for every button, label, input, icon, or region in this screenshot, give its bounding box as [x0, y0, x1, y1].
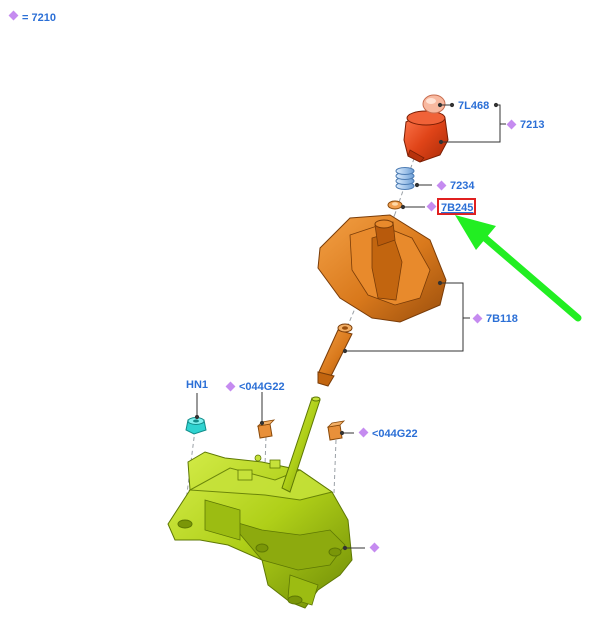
callout-label-044g22-left[interactable]: <044G22	[239, 381, 285, 393]
diamond-bullet-icon	[436, 180, 447, 191]
shifter-base-bracket	[167, 396, 353, 609]
callout-7l468[interactable]: 7L468	[458, 100, 489, 112]
header-group-code: = 7210	[8, 10, 56, 24]
callout-label-hn1[interactable]: HN1	[186, 379, 208, 391]
hn1-nut	[185, 417, 207, 435]
callout-base-marker[interactable]	[369, 542, 380, 553]
shift-shaft-part	[317, 323, 353, 387]
callout-044g22-right[interactable]: <044G22	[358, 427, 418, 440]
diamond-bullet-icon[interactable]	[369, 542, 380, 553]
spring-part	[395, 167, 415, 190]
shift-boot-part	[317, 214, 447, 323]
selected-part-highlight-box	[437, 198, 476, 215]
bolt-right-part	[326, 420, 346, 441]
callout-label-7213[interactable]: 7213	[520, 119, 544, 131]
callout-hn1[interactable]: HN1	[186, 379, 208, 391]
bushing-part	[387, 200, 403, 210]
diamond-bullet-icon	[8, 10, 19, 21]
callout-7b118[interactable]: 7B118	[472, 313, 518, 325]
callout-label-7b245[interactable]: 7B245	[441, 202, 473, 214]
diamond-bullet-icon	[506, 119, 517, 130]
leader-lines	[194, 102, 506, 551]
pointer-arrow-icon	[455, 215, 582, 322]
shift-knob-part	[403, 110, 449, 163]
diamond-bullet-icon	[225, 381, 236, 392]
callout-label-7b118[interactable]: 7B118	[486, 313, 518, 325]
diamond-bullet-icon	[358, 427, 369, 438]
callout-7b245[interactable]: 7B245	[426, 198, 476, 215]
knob-top-part	[422, 94, 446, 114]
callout-label-044g22-right[interactable]: <044G22	[372, 428, 418, 440]
group-code-label: = 7210	[22, 12, 56, 24]
callout-7234[interactable]: 7234	[436, 180, 476, 192]
callout-044g22-left[interactable]: <044G22	[225, 381, 285, 393]
diamond-bullet-icon	[472, 313, 483, 324]
diamond-bullet-icon	[426, 201, 437, 212]
callout-label-7234[interactable]: 7234	[450, 180, 475, 192]
callout-label-7l468[interactable]: 7L468	[458, 100, 489, 112]
callout-7213[interactable]: 7213	[506, 119, 545, 131]
